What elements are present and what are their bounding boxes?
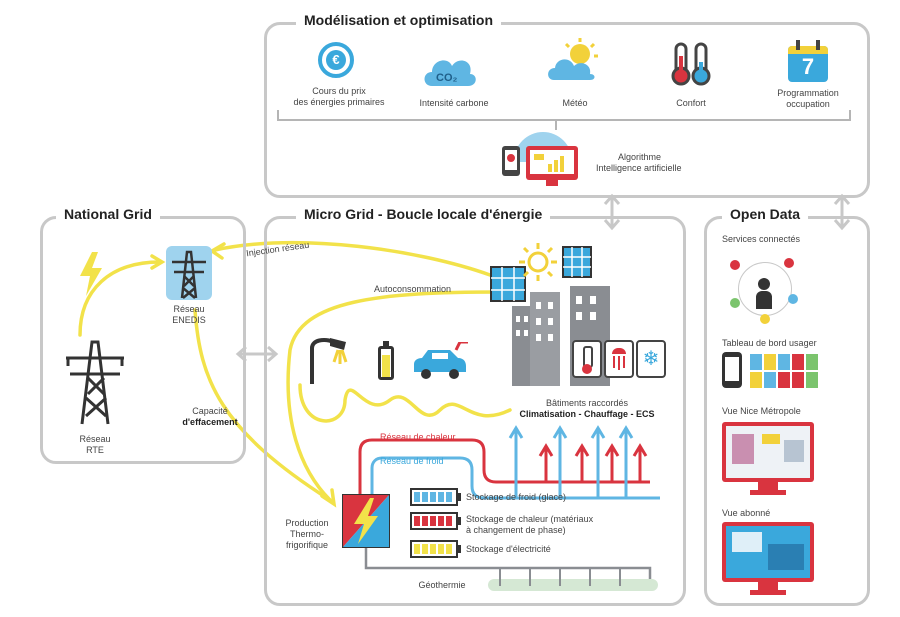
production-line1: Production [285,518,329,528]
micro-grid-title: Micro Grid - Boucle locale d'énergie [296,206,551,222]
solar-panel-icon-2 [562,246,592,278]
calendar-day: 7 [801,54,815,79]
rte-line2: RTE [86,445,104,455]
storage-elec-icon [410,540,461,558]
item-meteo: Météo [562,98,588,108]
item-programmation: Programmation occupation [760,88,856,110]
open-data-title: Open Data [722,206,809,222]
co2-cloud-icon [424,60,476,86]
co2-text: CO₂ [436,72,458,84]
capacite-label: Capacité d'effacement [172,406,248,428]
devices-icon [498,132,588,188]
batiments-line2: Climatisation - Chauffage - ECS [519,409,655,419]
thermometer-icon [671,42,711,86]
algo-line1: Algorithme [618,152,662,162]
vue-abonne-label: Vue abonné [722,508,771,518]
reseau-chaleur-label: Réseau de chaleur [380,432,456,442]
enedis-label: Réseau ENEDIS [158,304,220,326]
national-grid-title: National Grid [56,206,160,222]
stockage-chaleur-label: Stockage de chaleur (matériaux à changem… [466,514,593,536]
rte-line1: Réseau [79,434,111,444]
item-programmation-line1: Programmation [777,88,839,98]
euro-icon: € [318,42,354,78]
energy-flows [78,240,512,508]
stockage-chaleur-line2: à changement de phase) [466,525,566,535]
algo-line2: Intelligence artificielle [596,163,682,173]
capacite-line2: d'effacement [182,417,238,427]
item-confort: Confort [676,98,706,108]
services-connected-icon [730,254,800,324]
services-label: Services connectés [722,234,801,244]
item-prix: Cours du prix des énergies primaires [276,86,402,108]
autoconsommation-label: Autoconsommation [374,284,452,294]
cold-network [370,425,660,520]
item-prix-line1: Cours du prix [312,86,366,96]
rte-label: Réseau RTE [68,434,122,456]
production-label: Production Thermo- frigorifique [274,518,340,551]
battery-icon [378,341,394,380]
stockage-chaleur-line1: Stockage de chaleur (matériaux [466,514,594,524]
capacite-line1: Capacité [192,406,228,416]
item-prix-line2: des énergies primaires [293,97,385,107]
modelisation-title: Modélisation et optimisation [296,12,502,28]
snowflake-icon: ❄ [636,340,666,378]
algo-label: Algorithme Intelligence artificielle [596,152,682,174]
euro-symbol: € [326,50,346,70]
solar-panel-icon [490,266,526,302]
shower-icon [604,340,634,378]
dashboard-tiles [750,354,830,388]
heat-pump-icon [342,494,390,548]
stockage-elec-label: Stockage d'électricité [466,544,551,554]
monitor-nice-icon [722,422,814,496]
monitor-abonne-icon [722,522,814,596]
pylon-rte-icon [66,340,124,425]
heat-network [358,438,650,520]
lightning-icon [80,252,102,296]
production-line3: frigorifique [285,540,329,550]
streetlight-icon [310,338,348,384]
geothermie-label: Géothermie [418,580,466,590]
smartphone-icon [722,352,742,388]
tableau-label: Tableau de bord usager [722,338,817,348]
stockage-froid-label: Stockage de froid (glace) [466,492,567,502]
reseau-froid-label: Réseau de froid [380,456,444,466]
enedis-line1: Réseau [173,304,205,314]
pylon-enedis-icon [166,246,212,300]
geothermie-pipe [364,548,658,591]
batiments-line1: Bâtiments raccordés [545,398,629,408]
item-programmation-line2: occupation [786,99,830,109]
sun-icon [519,243,557,281]
storage-froid-icon [410,488,461,506]
production-line2: Thermo- [289,529,324,539]
sun-cloud-icon [548,38,598,80]
batiments-label: Bâtiments raccordés Climatisation - Chau… [492,398,682,420]
enedis-line2: ENEDIS [172,315,206,325]
vue-nice-label: Vue Nice Métropole [722,406,801,416]
car-icon [414,342,468,379]
modelisation-panel [264,22,870,198]
storage-chaleur-icon [410,512,461,530]
item-carbone: Intensité carbone [419,98,489,108]
calendar-icon: 7 [788,40,828,82]
thermometer-feature-icon [572,340,602,378]
